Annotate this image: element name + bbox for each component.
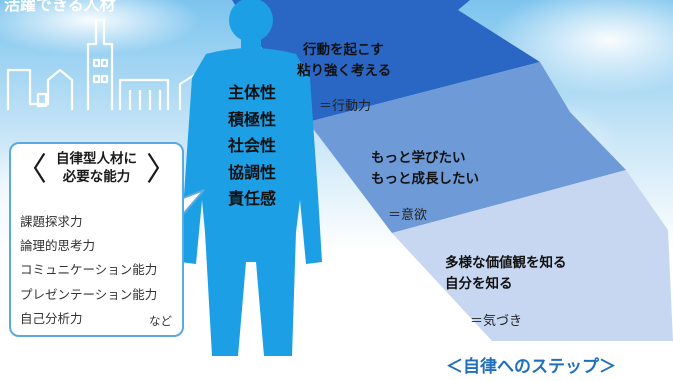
trait: 積極性 (227, 109, 276, 129)
step-awareness-line1: 多様な価値観を知る (445, 255, 567, 271)
skill-item: 自己分析力 (20, 310, 83, 326)
panel-title-line2: 必要な能力 (62, 169, 131, 185)
steps-caption: ＜自律へのステップ＞ (446, 357, 616, 377)
skills-list: 課題探求力 論理的思考力 コミュニケーション能力 プレゼンテーション能力 自己分… (20, 210, 157, 331)
step-awareness-equals: ＝気づき (470, 314, 523, 329)
trait: 責任感 (227, 189, 276, 208)
trait: 主体性 (227, 83, 276, 102)
left-bracket: 〈 (15, 150, 48, 188)
step-motivation-equals: ＝意欲 (388, 208, 428, 223)
cloud (0, 0, 200, 55)
step-action-line1: 行動を起こす (303, 42, 384, 58)
person-silhouette (180, 0, 322, 356)
skill-item: コミュニケーション能力 (20, 262, 158, 278)
right-bracket: 〉 (145, 150, 178, 188)
step-action-line2: 粘り強く考える (297, 63, 392, 79)
abilities-panel: 〈 〉 自律型人材に 必要な能力 課題探求力 論理的思考力 コミュニケーション能… (9, 142, 184, 337)
panel-title-line1: 自律型人材に (56, 151, 137, 167)
trait: 協調性 (227, 162, 276, 182)
etc-label: など (149, 314, 172, 328)
skill-item: 論理的思考力 (20, 238, 96, 254)
trait: 社会性 (227, 136, 276, 155)
traits-list: 主体性 積極性 社会性 協調性 責任感 (213, 80, 291, 213)
panel-title: 自律型人材に 必要な能力 (11, 150, 182, 186)
heading-fragment: 活躍できる人材 (4, 0, 116, 14)
skill-item: プレゼンテーション能力 (20, 286, 158, 302)
step-action-equals: ＝行動力 (319, 99, 372, 114)
skill-item: 課題探求力 (20, 214, 83, 229)
step-band-motivation (308, 62, 626, 233)
step-motivation-line1: もっと学びたい (371, 150, 466, 166)
step-awareness-line2: 自分を知る (445, 276, 513, 292)
step-band-awareness (392, 170, 673, 341)
step-motivation-line2: もっと成長したい (371, 171, 479, 187)
